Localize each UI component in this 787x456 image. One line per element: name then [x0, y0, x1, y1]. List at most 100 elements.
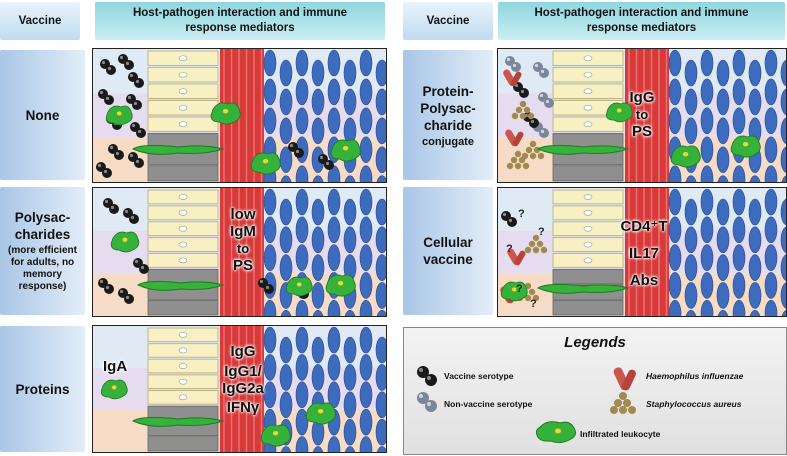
leukocyte	[730, 135, 761, 158]
poly-mediator-low: low	[230, 206, 256, 223]
vaccine-serotype	[108, 144, 124, 160]
leukocyte	[325, 274, 356, 297]
label-polysaccharides: Polysac-charides (more efficient for adu…	[0, 187, 85, 315]
label-proteins: Proteins	[0, 326, 85, 452]
leukocyte	[260, 424, 291, 447]
legend-haemophilus-icon	[613, 367, 636, 391]
leukocyte	[285, 276, 313, 297]
submucosa-red	[625, 188, 669, 316]
legend-title: Legends	[564, 334, 626, 351]
leukocyte-migrating	[131, 144, 225, 155]
tissue-illustration	[498, 49, 786, 182]
label-conjugate-text: Protein-Polysac-charide	[420, 83, 476, 133]
panel-proteins: IgG IgG1/ IgG2a IFNγ IgA	[92, 325, 387, 453]
poly-mediator-to: to	[236, 241, 250, 256]
vaccine-serotype	[98, 278, 114, 294]
leukocyte	[500, 281, 528, 302]
submucosa-red	[220, 188, 264, 316]
tissue-illustration	[498, 188, 786, 316]
vaccine-serotype	[128, 72, 144, 88]
epithelium	[147, 327, 219, 452]
label-proteins-text: Proteins	[15, 381, 70, 397]
cell-mediator-il17: IL17	[628, 245, 659, 262]
cell-mediator-cd4t: CD4⁺T	[620, 218, 668, 235]
label-polysaccharides-text: Polysac-charides	[14, 210, 71, 242]
leukocyte	[305, 402, 336, 425]
label-none: None	[0, 50, 85, 180]
cell-q-3: ?	[506, 243, 513, 255]
vaccine-serotype	[98, 89, 114, 105]
non-vaccine-serotype	[505, 56, 521, 72]
conj-mediator-to: to	[635, 107, 649, 122]
poly-mediators: low IgM to PS	[223, 206, 263, 274]
cell-q-2: ?	[538, 226, 545, 238]
vaccine-serotype	[103, 198, 119, 214]
tissue-cells	[668, 188, 786, 316]
label-polysaccharides-sub: (more efficient for adults, no memory re…	[8, 245, 77, 292]
label-conjugate: Protein-Polysac-charide conjugate	[403, 50, 493, 180]
panel-cellular: CD4⁺T IL17 Abs ? ? ? ? ?	[497, 187, 787, 317]
tissue-illustration	[93, 49, 386, 182]
vaccine-serotype	[128, 152, 144, 168]
prot-mediator-ifng: IFNγ	[226, 399, 260, 416]
poly-mediator-igm: IgM	[230, 223, 256, 240]
legend-vaccine-serotype: Vaccine serotype	[444, 371, 514, 381]
prot-mediator-igg: IgG	[230, 343, 256, 360]
leukocyte-migrating	[136, 280, 225, 291]
cell-q-4: ?	[516, 283, 523, 295]
cell-mediator-abs: Abs	[629, 272, 659, 289]
legend-leukocyte: Infiltrated leukocyte	[580, 429, 661, 439]
tissue-illustration	[93, 188, 386, 316]
header-main-right: Host-pathogen interaction and immune res…	[498, 2, 785, 40]
vaccine-serotype	[288, 142, 304, 158]
legend-vaccine-serotype-icon	[417, 366, 437, 386]
tissue-cells	[263, 326, 386, 452]
header-main-left: Host-pathogen interaction and immune res…	[95, 2, 385, 40]
header-vaccine-right: Vaccine	[403, 2, 493, 40]
leukocyte-migrating	[536, 144, 630, 155]
vaccine-serotype	[118, 54, 134, 70]
prot-mediator-igg1: IgG1/	[224, 363, 262, 380]
epithelium	[147, 50, 219, 182]
vaccine-serotype	[123, 208, 139, 224]
vaccine-serotype	[258, 278, 274, 294]
legend-non-vaccine-serotype: Non-vaccine serotype	[444, 399, 533, 409]
cell-q-5: ?	[530, 298, 537, 310]
vaccine-serotype	[501, 211, 517, 227]
leukocyte	[670, 145, 701, 168]
leukocyte-migrating	[536, 283, 630, 294]
staph-cluster	[511, 100, 535, 120]
header-vaccine-left: Vaccine	[0, 2, 80, 40]
leukocyte	[250, 152, 281, 175]
staph-cluster	[524, 234, 548, 254]
prot-mediators: IgG IgG1/ IgG2a IFNγ	[215, 341, 271, 419]
conj-mediator-igg: IgG	[629, 89, 655, 106]
legend-non-vaccine-serotype-icon	[417, 392, 437, 412]
tissue-illustration	[93, 326, 386, 452]
haemophilus	[507, 248, 526, 266]
legend-icons	[417, 366, 636, 444]
leukocyte	[110, 231, 140, 253]
staph-cluster	[506, 150, 530, 170]
legend-haemophilus: Haemophilus influenzae	[646, 371, 744, 381]
leukocyte	[605, 102, 633, 123]
legend-box: Legends Vaccine serotype Non-vaccine ser…	[403, 327, 787, 455]
vaccine-serotype	[130, 122, 146, 138]
panel-conjugate: IgG to PS	[497, 48, 787, 183]
epithelium	[552, 189, 624, 316]
legend-staph-icon	[610, 392, 636, 414]
vaccine-serotype	[100, 59, 116, 75]
label-cellular: Cellular vaccine	[403, 187, 493, 315]
legend-staph: Staphylococcus aureus	[646, 399, 742, 409]
vaccine-serotype	[118, 288, 134, 304]
submucosa-red	[625, 49, 669, 182]
cell-mediators: CD4⁺T IL17 Abs	[614, 213, 674, 294]
poly-mediator-ps: PS	[232, 257, 253, 274]
prot-iga: IgA	[103, 358, 128, 375]
haemophilus	[505, 129, 524, 147]
haemophilus	[503, 69, 522, 87]
conj-mediator-ps: PS	[631, 123, 652, 140]
leukocyte	[100, 379, 128, 400]
panel-none	[92, 48, 387, 183]
non-vaccine-serotype	[533, 62, 549, 78]
